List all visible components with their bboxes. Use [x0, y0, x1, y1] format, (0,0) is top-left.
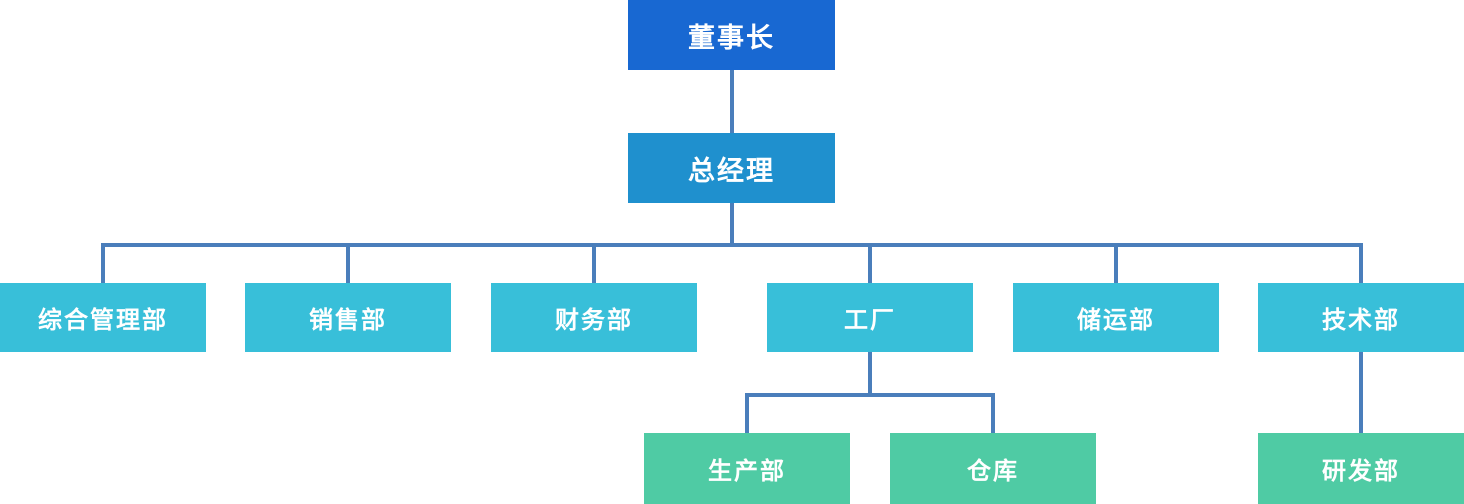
org-node-sub-rnd: 研发部	[1258, 433, 1464, 504]
org-node-sub-label: 研发部	[1322, 458, 1400, 485]
connector-drop-production	[745, 393, 749, 433]
org-node-dept-label: 技术部	[1322, 307, 1400, 334]
connector-technology-to-rnd	[1359, 352, 1363, 433]
org-node-dept-factory: 工厂	[767, 283, 973, 352]
org-node-general-manager-label: 总经理	[688, 155, 775, 186]
org-node-dept-finance: 财务部	[491, 283, 697, 352]
connector-drop-storage	[1114, 243, 1118, 283]
connector-factory-to-subtrunk	[868, 352, 872, 397]
connector-drop-general-mgmt	[101, 243, 105, 283]
org-node-dept-label: 储运部	[1077, 307, 1155, 334]
connector-factory-subtrunk-horizontal	[745, 393, 995, 397]
org-node-chairman: 董事长	[628, 0, 835, 70]
connector-drop-finance	[592, 243, 596, 283]
org-node-dept-label: 工厂	[844, 307, 896, 334]
connector-drop-warehouse	[991, 393, 995, 433]
connector-gm-to-trunk	[730, 203, 734, 245]
connector-drop-factory	[868, 243, 872, 283]
org-node-dept-label: 销售部	[309, 307, 387, 334]
connector-chairman-to-gm	[730, 70, 734, 133]
connector-drop-technology	[1359, 243, 1363, 283]
org-node-dept-sales: 销售部	[245, 283, 451, 352]
org-node-dept-label: 综合管理部	[38, 307, 168, 334]
org-node-dept-technology: 技术部	[1258, 283, 1464, 352]
org-node-sub-warehouse: 仓库	[890, 433, 1096, 504]
org-node-chairman-label: 董事长	[688, 22, 775, 53]
org-node-general-manager: 总经理	[628, 133, 835, 203]
org-node-sub-production: 生产部	[644, 433, 850, 504]
connector-trunk-horizontal	[101, 243, 1363, 247]
org-node-dept-storage-transport: 储运部	[1013, 283, 1219, 352]
org-node-sub-label: 生产部	[708, 458, 786, 485]
org-node-sub-label: 仓库	[967, 458, 1019, 485]
org-node-dept-label: 财务部	[555, 307, 633, 334]
connector-drop-sales	[346, 243, 350, 283]
org-node-dept-general-management: 综合管理部	[0, 283, 206, 352]
